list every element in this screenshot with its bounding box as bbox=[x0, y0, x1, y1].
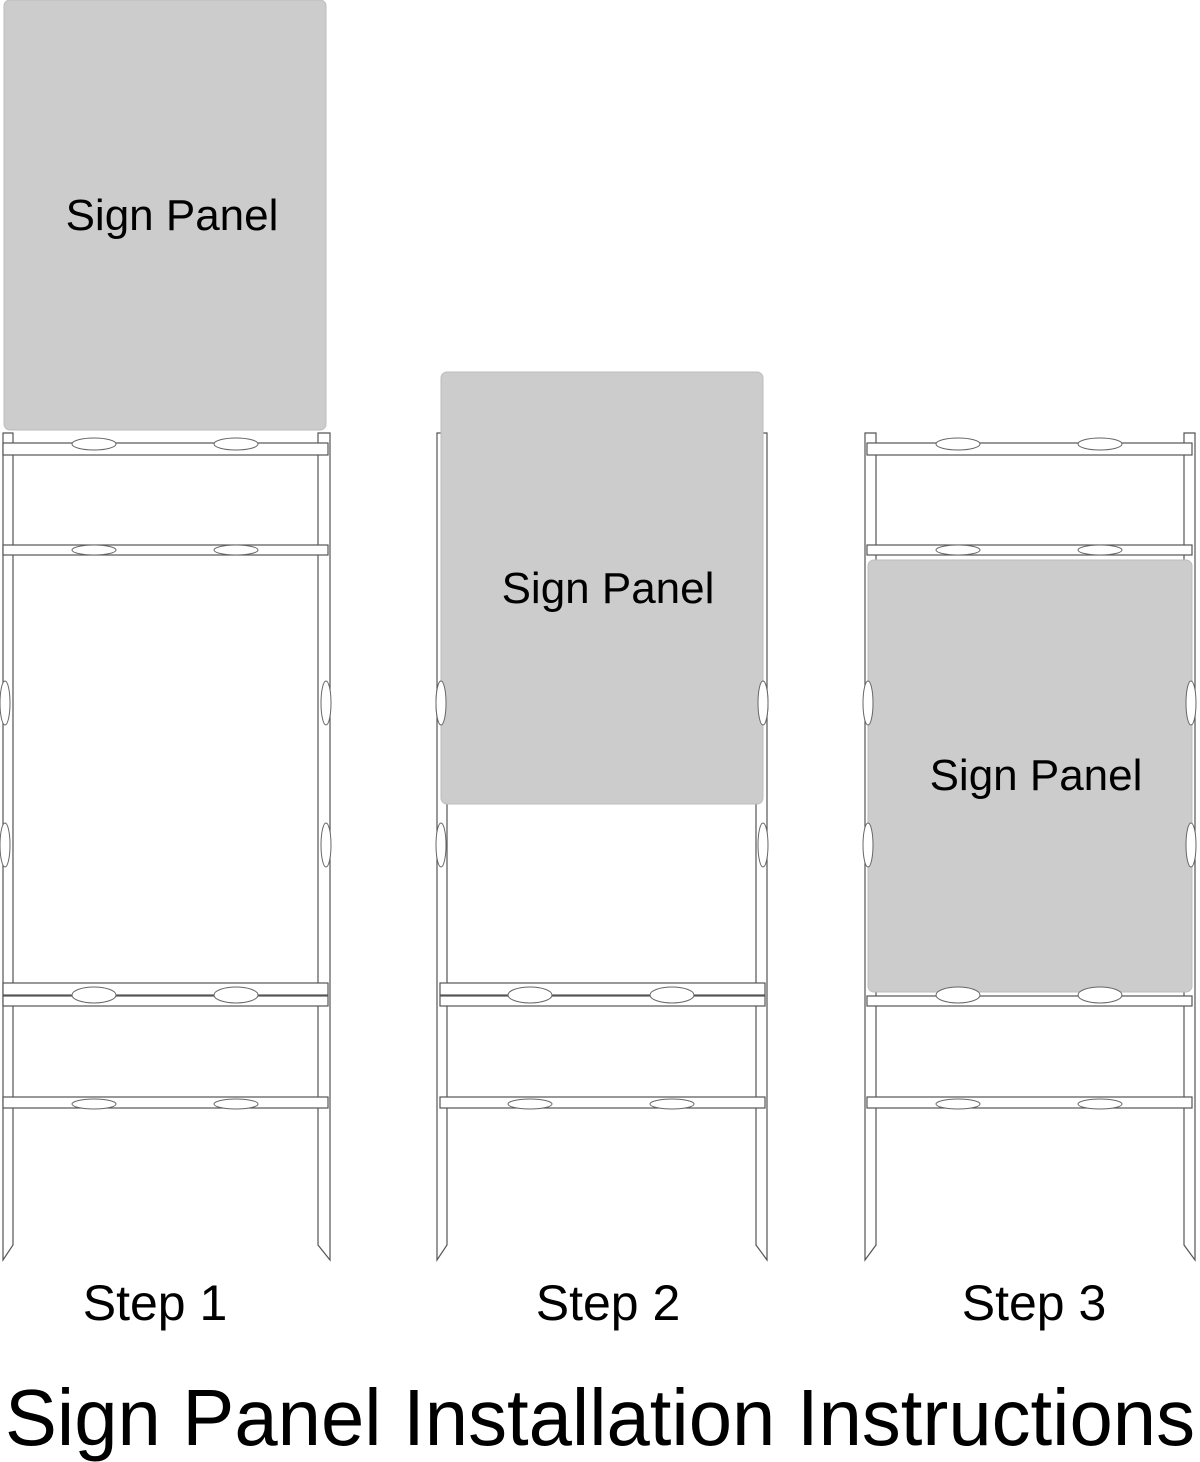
diagram-title: Sign Panel Installation Instructions bbox=[5, 1373, 1195, 1462]
step-2-label: Step 2 bbox=[536, 1275, 681, 1331]
step-1-label: Step 1 bbox=[83, 1275, 228, 1331]
step-2-stand-frame bbox=[435, 432, 769, 1262]
step-3-label: Step 3 bbox=[962, 1275, 1107, 1331]
step-2-group: Sign Panel Step 2 bbox=[435, 371, 769, 1331]
step-1-panel-label: Sign Panel bbox=[66, 191, 279, 240]
step-3-group: Sign Panel Step 3 bbox=[862, 432, 1197, 1331]
step-1-group: Sign Panel Step 1 bbox=[0, 0, 332, 1331]
step-2-panel-label: Sign Panel bbox=[502, 564, 715, 613]
step-1-stand-frame bbox=[0, 432, 332, 1262]
step-3-sign-panel bbox=[867, 559, 1193, 993]
step-3-panel-label: Sign Panel bbox=[930, 751, 1143, 800]
step-1-sign-panel bbox=[3, 0, 327, 431]
step-2-sign-panel bbox=[440, 371, 764, 805]
